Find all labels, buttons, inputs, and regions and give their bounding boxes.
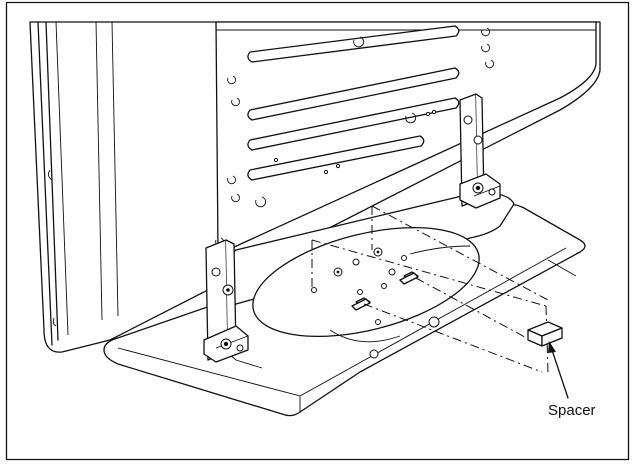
stand-base — [103, 192, 586, 417]
vent-slot — [247, 97, 460, 151]
spacer-label: Spacer — [548, 402, 596, 419]
vent-slot — [247, 135, 425, 181]
vent-slot — [247, 67, 460, 121]
left-stand-post — [203, 239, 249, 363]
right-stand-post — [459, 93, 501, 209]
spacer-part — [527, 321, 563, 347]
rear-cover — [215, 21, 597, 251]
figure-border — [5, 1, 630, 461]
stand-hardware — [311, 247, 419, 311]
vent-slot — [247, 25, 460, 63]
spacer-callout — [548, 341, 569, 399]
